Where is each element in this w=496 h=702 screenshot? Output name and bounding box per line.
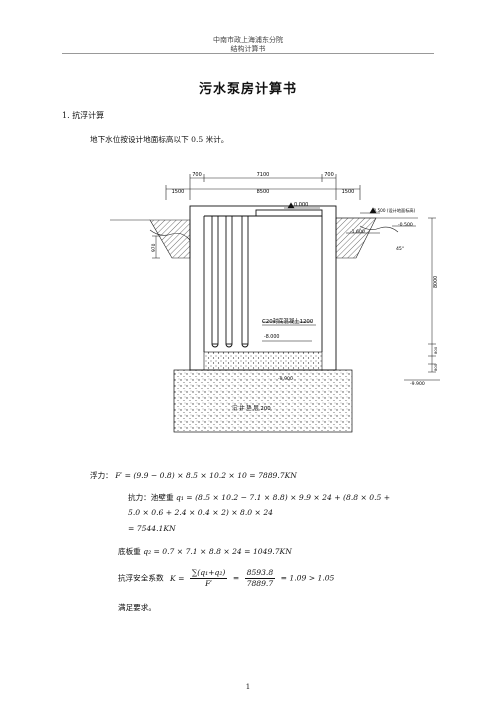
concrete-label: C20封底混凝土1200 bbox=[262, 317, 314, 325]
dim-1500-left: 1500 bbox=[172, 189, 185, 195]
section-heading: 1. 抗浮计算 bbox=[62, 111, 105, 120]
page-title: 污水泵房计算书 bbox=[198, 82, 297, 97]
safety-k: K = bbox=[169, 573, 185, 583]
intro-text: 地下水位按设计地面标高以下 0.5 米计。 bbox=[90, 135, 229, 144]
base-label: 底板重 bbox=[118, 547, 141, 556]
dim-8000: 8000 bbox=[433, 276, 439, 288]
safety-fraction-2: 8593.8 7889.7 bbox=[244, 568, 276, 589]
base-line: 底板重 q₂ = 0.7 × 7.1 × 8.8 × 24 = 1049.7KN bbox=[118, 546, 292, 557]
elev-top: 0.000 bbox=[294, 202, 308, 208]
dim-7100: 7100 bbox=[257, 172, 270, 178]
sealing-concrete bbox=[203, 351, 323, 371]
resist-line-1: 抗力：池壁重 q₁ = (8.5 × 10.2 − 7.1 × 8.8) × 9… bbox=[128, 492, 390, 503]
elev-8000: -8.000 bbox=[264, 334, 279, 340]
dim-right-small-2: 800 bbox=[433, 363, 438, 371]
dim-700-right: 700 bbox=[324, 172, 334, 178]
safety-fraction-1: ∑(q₁+q₂) F′ bbox=[189, 568, 228, 589]
slope-label: 45° bbox=[396, 246, 404, 252]
page-number: 1 bbox=[245, 683, 251, 691]
dim-8500: 8500 bbox=[257, 189, 270, 195]
resist-equation-2: 5.0 × 0.6 + 2.4 × 0.4 × 2) × 8.0 × 24 bbox=[128, 508, 273, 517]
elev-ground-right: -0.500 (设计地面标高) bbox=[372, 207, 416, 214]
safety-numerator: ∑(q₁+q₂) bbox=[189, 568, 228, 579]
well-structure bbox=[189, 205, 337, 371]
dim-700-left: 700 bbox=[192, 172, 202, 178]
safety-label: 抗浮安全系数 bbox=[118, 573, 164, 583]
cushion-layer bbox=[173, 369, 353, 433]
float-equation: F′ = (9.9 − 0.8) × 8.5 × 10.2 × 10 = 788… bbox=[115, 471, 297, 480]
ground-left bbox=[110, 219, 191, 259]
header-divider bbox=[62, 53, 434, 54]
safety-denominator-value: 7889.7 bbox=[246, 579, 274, 588]
float-line: 浮力： F′ = (9.9 − 0.8) × 8.5 × 10.2 × 10 =… bbox=[90, 470, 297, 481]
safety-line: 抗浮安全系数 K = ∑(q₁+q₂) F′ = 8593.8 7889.7 =… bbox=[118, 568, 335, 589]
elev-right-2: -0.500 bbox=[398, 222, 413, 228]
header-org: 中南市政上海浦东分院 bbox=[213, 36, 283, 44]
resist-equation-3: = 7544.1KN bbox=[128, 524, 176, 533]
resist-label: 抗力：池壁重 bbox=[128, 493, 174, 502]
dim-1500-right: 1500 bbox=[342, 189, 355, 195]
top-dimensions bbox=[165, 174, 361, 200]
header-doc-type: 结构计算书 bbox=[230, 45, 266, 53]
safety-numerator-value: 8593.8 bbox=[244, 568, 276, 579]
elev-bottom-left: -9.900 bbox=[278, 376, 293, 382]
elev-1600: -1.600 bbox=[350, 229, 365, 235]
dim-right-small-1: 800 bbox=[433, 346, 438, 354]
safety-result: = 1.09 > 1.05 bbox=[280, 573, 335, 583]
dim-970: 970 bbox=[151, 243, 157, 252]
base-equation: q₂ = 0.7 × 7.1 × 8.8 × 24 = 1049.7KN bbox=[143, 547, 292, 556]
pile-label: 沉 井 垫 层 200 bbox=[232, 404, 271, 412]
float-label: 浮力： bbox=[90, 471, 113, 480]
safety-denominator: F′ bbox=[205, 579, 213, 588]
conclusion: 满足要求。 bbox=[118, 603, 156, 612]
resist-equation-1: q₁ = (8.5 × 10.2 − 7.1 × 8.8) × 9.9 × 24… bbox=[175, 493, 391, 502]
elev-bottom-right: -9.900 bbox=[410, 381, 425, 387]
